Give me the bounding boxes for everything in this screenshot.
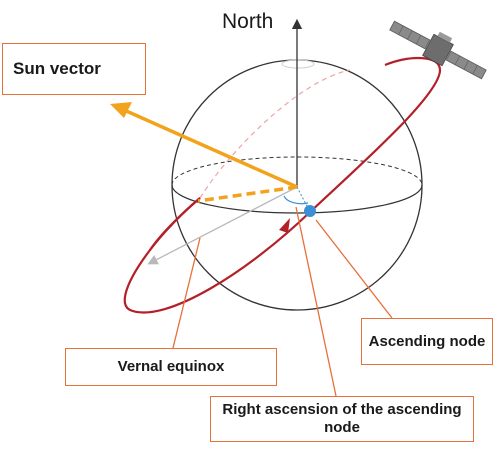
raan-angle-arc — [283, 195, 309, 205]
vernal-equinox-vector — [147, 186, 298, 265]
sun-vector-arrow — [123, 108, 298, 189]
raan-leader — [295, 206, 337, 397]
satellite-icon — [389, 20, 487, 80]
equator-back — [171, 156, 423, 186]
sun-vector-projection — [197, 185, 298, 203]
orbit-path — [123, 56, 442, 314]
ascending-node-leader — [315, 219, 393, 319]
sun-vector-label: Sun vector — [2, 43, 146, 95]
vernal-equinox-leader — [172, 237, 201, 349]
north-pole-ring — [281, 59, 315, 69]
north-label: North — [222, 10, 274, 33]
orbit-path-left — [149, 197, 201, 251]
orbit-back-half — [199, 69, 351, 199]
raan-label: Right ascension of the ascending node — [210, 396, 474, 442]
ascending-node-marker — [304, 205, 316, 217]
ascending-node-label: Ascending node — [361, 318, 493, 365]
sun-vector-arrowhead — [110, 102, 132, 118]
orbit-direction-arrow — [279, 218, 290, 233]
vernal-equinox-label: Vernal equinox — [65, 348, 277, 386]
